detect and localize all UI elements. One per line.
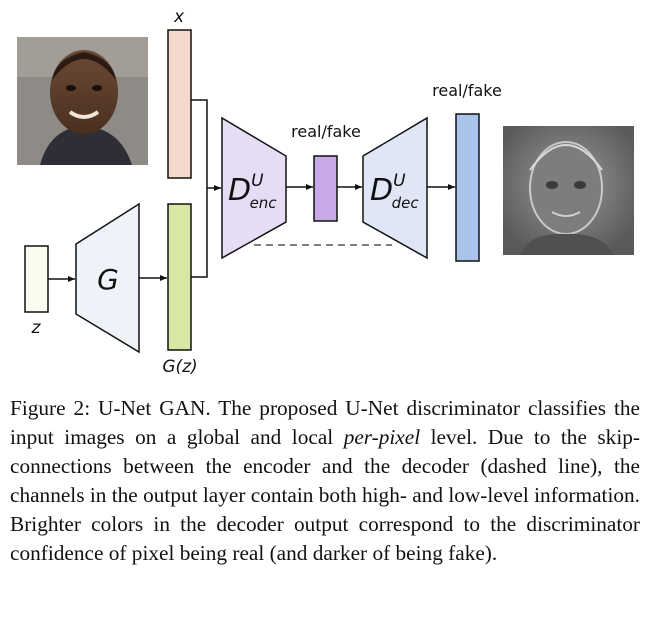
decoder-output-map-image (503, 126, 634, 255)
encoder-label-sub: enc (250, 194, 278, 212)
encoder-block (221, 116, 287, 260)
caption-emphasis: per-pixel (343, 425, 421, 449)
z-label: z (31, 318, 42, 338)
x-label: x (173, 7, 185, 27)
real-image-bar (167, 29, 192, 179)
encoder-label-main: D (228, 173, 251, 208)
input-face-image (17, 37, 148, 165)
decoder-output-bar (455, 113, 480, 262)
figure-caption: Figure 2: U-Net GAN. The proposed U-Net … (10, 394, 640, 568)
caption-rest: level. Due to the skip-connections betwe… (10, 425, 640, 565)
encoder-output-bar (313, 155, 338, 222)
decoder-block (362, 116, 428, 260)
generator-block (75, 202, 140, 354)
decoder-label-main: D (370, 173, 393, 208)
noise-bar (24, 245, 49, 313)
generator-label: G (97, 263, 119, 296)
input-merge-connector (191, 99, 221, 278)
encoder-label-sup: U (251, 171, 264, 191)
decoder-label-sup: U (393, 171, 406, 191)
generated-label: G(z) (162, 357, 197, 377)
caption-lead: Figure 2: U-Net GAN. The proposed U-Net … (10, 396, 640, 449)
decoder-label-sub: dec (392, 194, 420, 212)
generated-image-bar (167, 203, 192, 351)
encoder-real-fake-label: real/fake (291, 122, 361, 141)
decoder-real-fake-label: real/fake (432, 81, 502, 100)
